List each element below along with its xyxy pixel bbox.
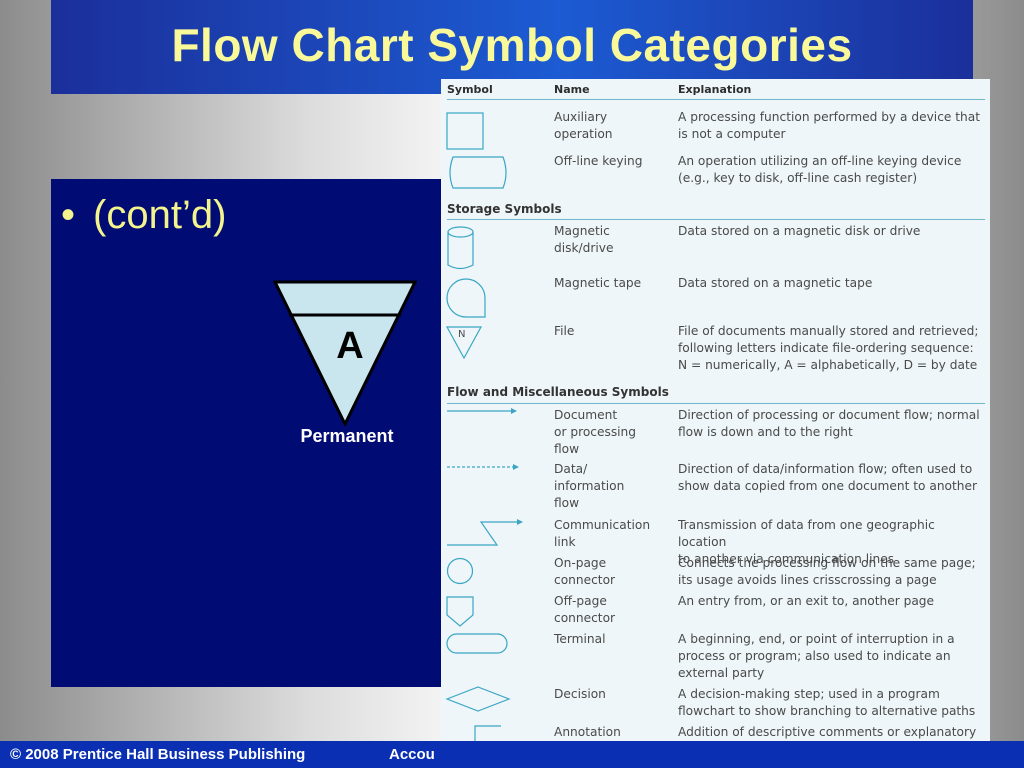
- circle-icon: [446, 557, 474, 585]
- bullet-dot-icon: •: [61, 193, 76, 237]
- terminal-icon: [446, 633, 508, 654]
- row-name: Auxiliary operation: [554, 110, 613, 141]
- row-name: Data/ information flow: [554, 462, 625, 510]
- footer-course-title: Accou: [389, 746, 435, 763]
- row-explanation: An operation utilizing an off-line keyin…: [678, 154, 962, 185]
- row-explanation: A decision-making step; used in a progra…: [678, 687, 976, 718]
- triangle-label: Permanent: [300, 426, 394, 446]
- header-explanation: Explanation: [678, 83, 752, 96]
- permanent-file-triangle-icon: [273, 280, 417, 426]
- row-name: Magnetic disk/drive: [554, 224, 614, 255]
- row-explanation: Direction of data/information flow; ofte…: [678, 462, 978, 493]
- file-letter: N: [458, 329, 466, 340]
- footer-bar: © 2008 Prentice Hall Business Publishing…: [0, 741, 1024, 768]
- square-icon: [446, 112, 484, 150]
- header-name: Name: [554, 83, 590, 96]
- zigzag-arrow-icon: [447, 519, 523, 546]
- row-name: Off-page connector: [554, 594, 616, 625]
- row-explanation: A processing function performed by a dev…: [678, 110, 981, 141]
- row-explanation: Direction of processing or document flow…: [678, 408, 980, 439]
- row-name: Off-line keying: [554, 154, 643, 168]
- row-name: File: [554, 324, 575, 338]
- triangle-letter: A: [336, 325, 364, 367]
- row-explanation: Data stored on a magnetic disk or drive: [678, 224, 921, 238]
- row-explanation: Data stored on a magnetic tape: [678, 276, 873, 290]
- bullet-item: • (cont’d): [61, 193, 226, 238]
- footer-copyright: © 2008 Prentice Hall Business Publishing: [10, 746, 306, 763]
- section-title-storage: Storage Symbols: [447, 202, 562, 216]
- pentagon-icon: [446, 596, 474, 627]
- title-bar: Flow Chart Symbol Categories: [51, 0, 973, 94]
- row-explanation: File of documents manually stored and re…: [678, 324, 979, 372]
- header-divider: [447, 99, 985, 100]
- slide-title: Flow Chart Symbol Categories: [171, 19, 853, 71]
- row-explanation: An entry from, or an exit to, another pa…: [678, 594, 935, 608]
- header-symbol: Symbol: [447, 83, 493, 96]
- bullet-text: (cont’d): [93, 193, 227, 237]
- row-name: On-page connector: [554, 556, 616, 587]
- section-divider: [447, 219, 985, 220]
- file-triangle-icon: [445, 326, 483, 360]
- row-explanation: Transmission of data from one geographic…: [678, 518, 935, 566]
- section-divider: [447, 403, 985, 404]
- row-name: Document or processing flow: [554, 408, 637, 456]
- row-name: Decision: [554, 687, 606, 701]
- row-explanation: A beginning, end, or point of interrupti…: [678, 632, 955, 680]
- disk-icon: [447, 226, 474, 270]
- diamond-icon: [445, 686, 511, 712]
- row-name: Terminal: [554, 632, 606, 646]
- row-name: Magnetic tape: [554, 276, 642, 290]
- section-title-flow: Flow and Miscellaneous Symbols: [447, 385, 669, 399]
- row-name: Annotation: [554, 725, 621, 739]
- row-explanation: Connects the processing flow on the same…: [678, 556, 976, 587]
- dashed-arrow-icon: [447, 464, 519, 470]
- arrow-icon: [447, 408, 517, 414]
- offline-keying-icon: [449, 156, 507, 189]
- content-box: • (cont’d) A Permanent: [51, 179, 443, 687]
- row-name: Communication link: [554, 518, 651, 549]
- symbol-table: Symbol Name Explanation Auxiliary operat…: [441, 79, 990, 768]
- tape-icon: [446, 278, 486, 318]
